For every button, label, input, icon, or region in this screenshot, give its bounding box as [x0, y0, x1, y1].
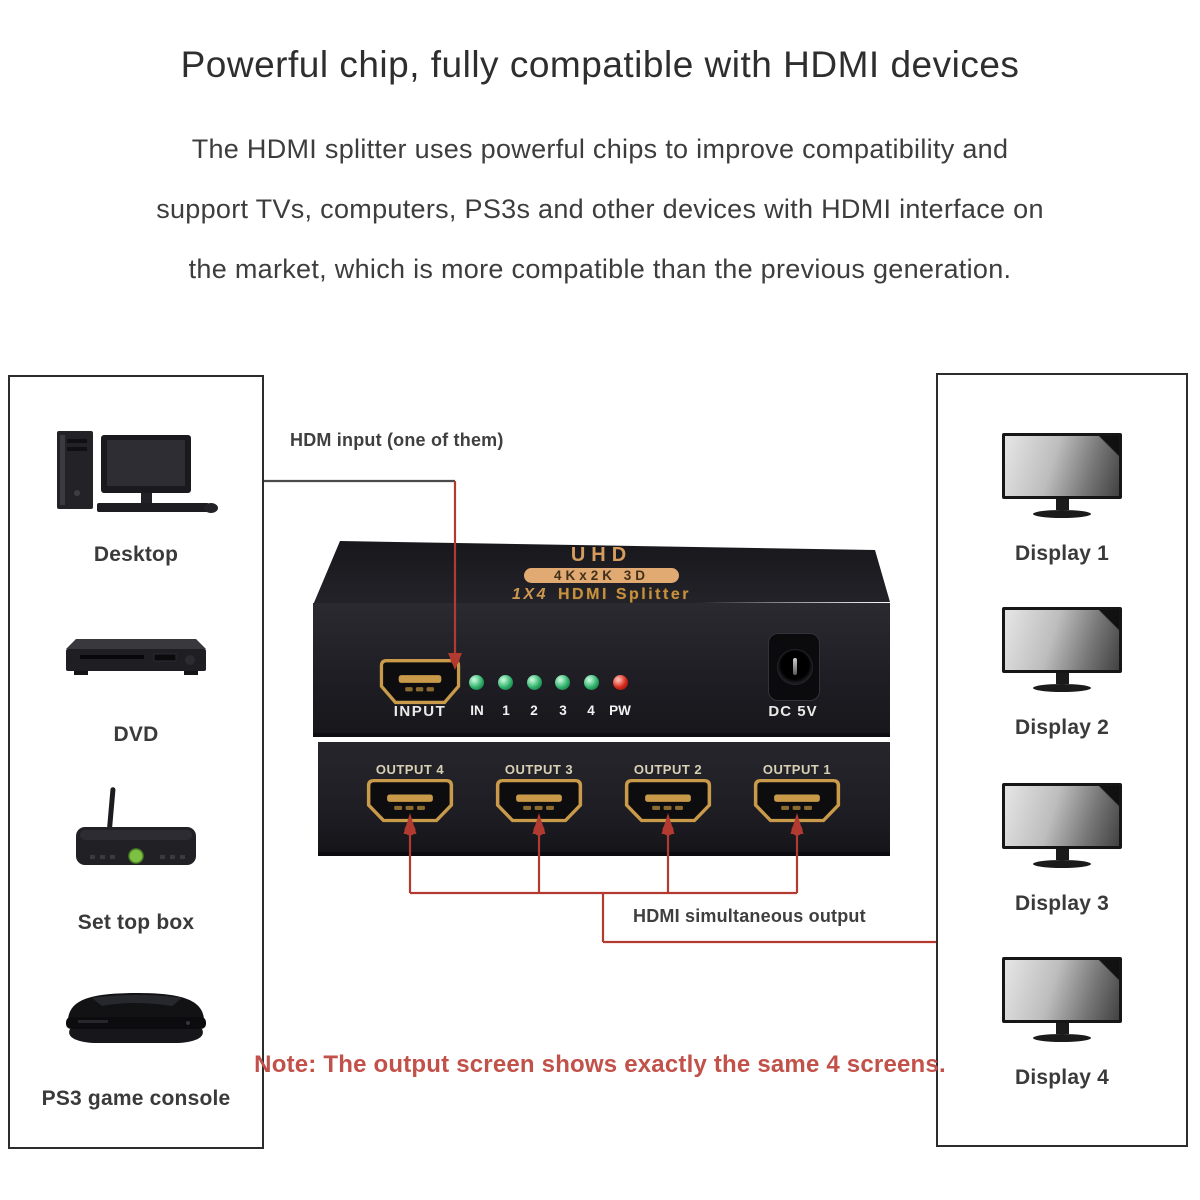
display-item: Display 1 — [938, 433, 1186, 566]
monitor-icon — [1002, 957, 1122, 1042]
hdmi-output-port-1 — [753, 779, 841, 823]
description-line: the market, which is more compatible tha… — [188, 254, 1012, 284]
led-label: 4 — [587, 703, 595, 718]
display-label: Display 1 — [1014, 542, 1109, 565]
status-led-3 — [555, 675, 570, 690]
set-top-box-icon — [76, 787, 196, 865]
source-device-label: Set top box — [77, 911, 195, 934]
monitor-screen — [1002, 783, 1122, 849]
status-led-1 — [498, 675, 513, 690]
input-port-label: INPUT — [393, 703, 447, 720]
display-item: Display 2 — [938, 607, 1186, 740]
status-led-in — [469, 675, 484, 690]
description-line: support TVs, computers, PS3s and other d… — [156, 194, 1044, 224]
device-resolution-badge: 4Kx2K 3D — [523, 568, 680, 583]
page-title: Powerful chip, fully compatible with HDM… — [180, 44, 1020, 85]
display-label: Display 3 — [1014, 892, 1109, 915]
hdmi-splitter-output-panel: OUTPUT 4 OUTPUT 3 OUTPUT 2 — [318, 742, 890, 856]
hdmi-output-port-4 — [366, 779, 454, 823]
monitor-icon — [1002, 433, 1122, 518]
display-panel: Display 1 Display 2 Display 3 — [936, 373, 1188, 1147]
display-label: Display 4 — [1014, 1066, 1109, 1089]
monitor-screen — [1002, 607, 1122, 673]
source-device-label: PS3 game console — [41, 1087, 231, 1110]
output-port-group-4: OUTPUT 4 — [345, 742, 475, 856]
status-led-2 — [527, 675, 542, 690]
source-device-label: DVD — [113, 723, 159, 746]
device-brand: UHD — [570, 544, 633, 566]
output-port-group-3: OUTPUT 3 — [474, 742, 604, 856]
output-port-label: OUTPUT 1 — [762, 762, 832, 777]
dc-power-jack — [768, 633, 820, 701]
led-label: 3 — [559, 703, 567, 718]
hdmi-output-port-3 — [495, 779, 583, 823]
desktop-computer-icon — [57, 431, 218, 513]
ps3-console-icon — [66, 993, 206, 1043]
source-item-set-top-box: Set top box — [10, 785, 262, 935]
input-annotation: HDM input (one of them) — [290, 430, 504, 450]
output-port-label: OUTPUT 3 — [504, 762, 574, 777]
output-annotation: HDMI simultaneous output — [633, 906, 866, 926]
hdmi-splitter-front-panel: INPUT IN 1 2 3 4 PW DC 5V — [313, 603, 890, 737]
display-item: Display 4 — [938, 957, 1186, 1090]
output-port-group-1: OUTPUT 1 — [732, 742, 862, 856]
display-label: Display 2 — [1014, 716, 1109, 739]
source-item-desktop: Desktop — [10, 427, 262, 567]
dc-power-label: DC 5V — [768, 703, 818, 720]
led-label: IN — [470, 703, 484, 718]
source-item-ps3: PS3 game console — [10, 985, 262, 1111]
output-port-group-2: OUTPUT 2 — [603, 742, 733, 856]
source-devices-panel: Desktop DVD — [8, 375, 264, 1149]
monitor-icon — [1002, 783, 1122, 868]
monitor-screen — [1002, 433, 1122, 499]
note-text: Note: The output screen shows exactly th… — [254, 1051, 946, 1078]
power-led — [613, 675, 628, 690]
hdmi-output-port-2 — [624, 779, 712, 823]
source-device-label: Desktop — [93, 543, 179, 566]
output-port-label: OUTPUT 4 — [375, 762, 445, 777]
output-port-label: OUTPUT 2 — [633, 762, 703, 777]
source-item-dvd: DVD — [10, 635, 262, 747]
led-label: 1 — [502, 703, 510, 718]
description-line: The HDMI splitter uses powerful chips to… — [191, 134, 1009, 164]
led-label: PW — [609, 703, 631, 718]
monitor-icon — [1002, 607, 1122, 692]
led-label: 2 — [530, 703, 538, 718]
display-item: Display 3 — [938, 783, 1186, 916]
monitor-screen — [1002, 957, 1122, 1023]
dvd-player-icon — [66, 639, 206, 675]
status-led-4 — [584, 675, 599, 690]
hdmi-input-port — [379, 659, 461, 705]
